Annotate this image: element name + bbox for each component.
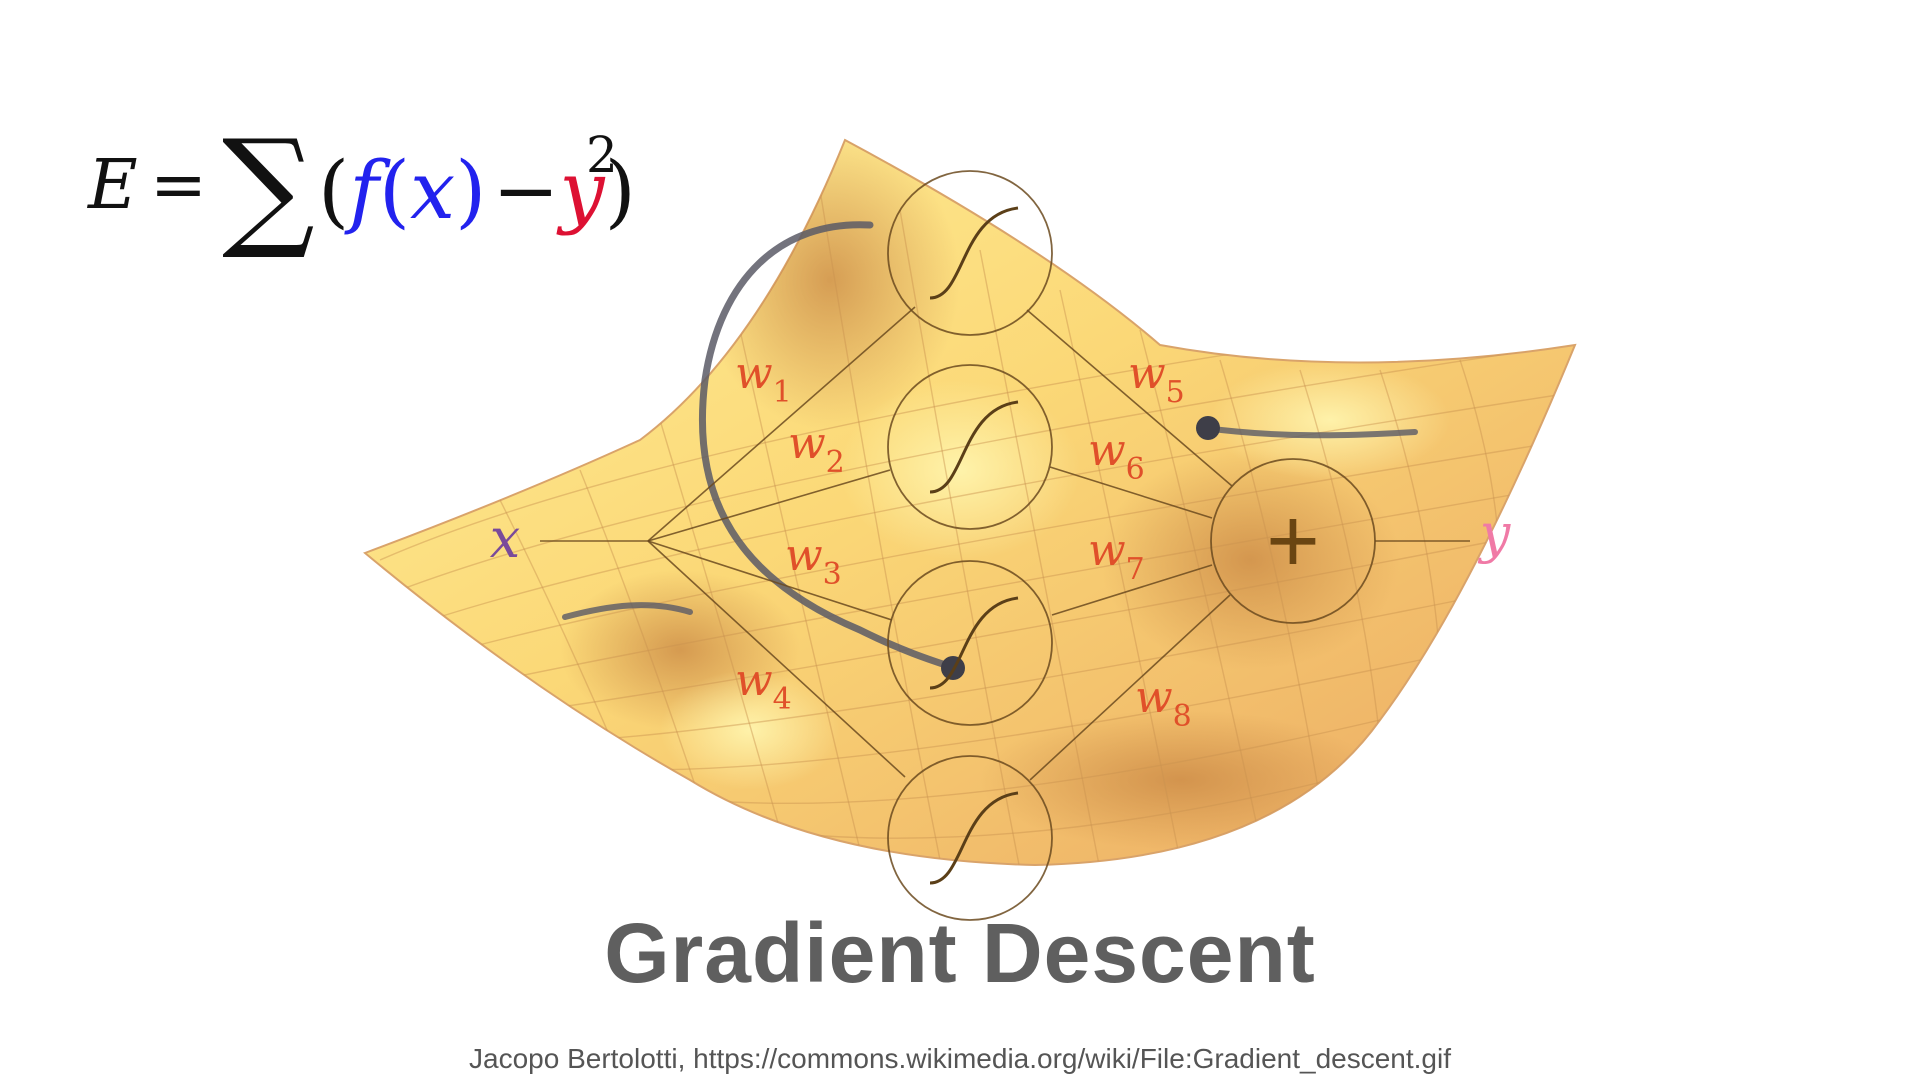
surface-mesh <box>379 189 1575 865</box>
weight-label-7: w7 <box>1088 525 1145 587</box>
sigmoid-icon <box>929 400 1019 494</box>
formula-fx-close: ) <box>455 144 486 237</box>
hidden-neurons <box>887 170 1053 921</box>
slide-title: Gradient Descent <box>604 906 1316 1000</box>
neuron-1 <box>887 170 1053 336</box>
input-label: x <box>490 507 520 570</box>
neuron-3 <box>887 560 1053 726</box>
sigmoid-icon <box>929 596 1019 690</box>
image-credit: Jacopo Bertolotti, https://commons.wikim… <box>469 1043 1451 1074</box>
sigmoid-icon <box>929 791 1019 885</box>
formula-y: y <box>556 144 606 237</box>
network-connections <box>540 306 1470 781</box>
formula-exponent: 2 <box>586 126 618 184</box>
formula-body: (f(x)−y) <box>318 144 636 237</box>
descent-path-right <box>1202 425 1418 439</box>
descent-paths <box>562 221 1418 680</box>
weight-label-1: w1 <box>735 348 792 410</box>
weight-label-6: w6 <box>1088 425 1145 487</box>
weight-labels: w1 w2 w3 w4 w5 w6 w7 w8 <box>735 348 1192 734</box>
error-formula: E = ∑ (f(x)−y) 2 <box>86 111 636 263</box>
formula-sum-symbol: ∑ <box>222 111 315 263</box>
formula-open-paren: ( <box>318 144 349 237</box>
formula-equals: = <box>150 146 207 225</box>
surface-shading <box>379 140 1575 865</box>
descent-path-left <box>562 602 693 620</box>
weight-label-4: w4 <box>735 655 792 717</box>
weight-label-5: w5 <box>1128 348 1185 410</box>
formula-minus: − <box>492 144 559 237</box>
formula-fx-var: x <box>410 144 455 237</box>
neuron-2 <box>887 364 1053 530</box>
formula-fx-open: ( <box>379 144 410 237</box>
sigmoid-icon <box>929 206 1019 300</box>
weight-label-8: w8 <box>1135 672 1192 734</box>
neuron-4 <box>887 755 1053 921</box>
weight-label-3: w3 <box>785 530 842 592</box>
output-label: y <box>1478 502 1512 565</box>
formula-lhs: E <box>86 146 138 225</box>
weight-label-2: w2 <box>788 418 845 480</box>
loss-surface <box>363 138 1577 867</box>
descent-path-main <box>698 221 959 672</box>
descent-ball-2 <box>1196 416 1220 440</box>
sum-node: + <box>1210 458 1376 624</box>
formula-close-paren: ) <box>605 144 636 237</box>
sum-symbol: + <box>1266 490 1320 592</box>
